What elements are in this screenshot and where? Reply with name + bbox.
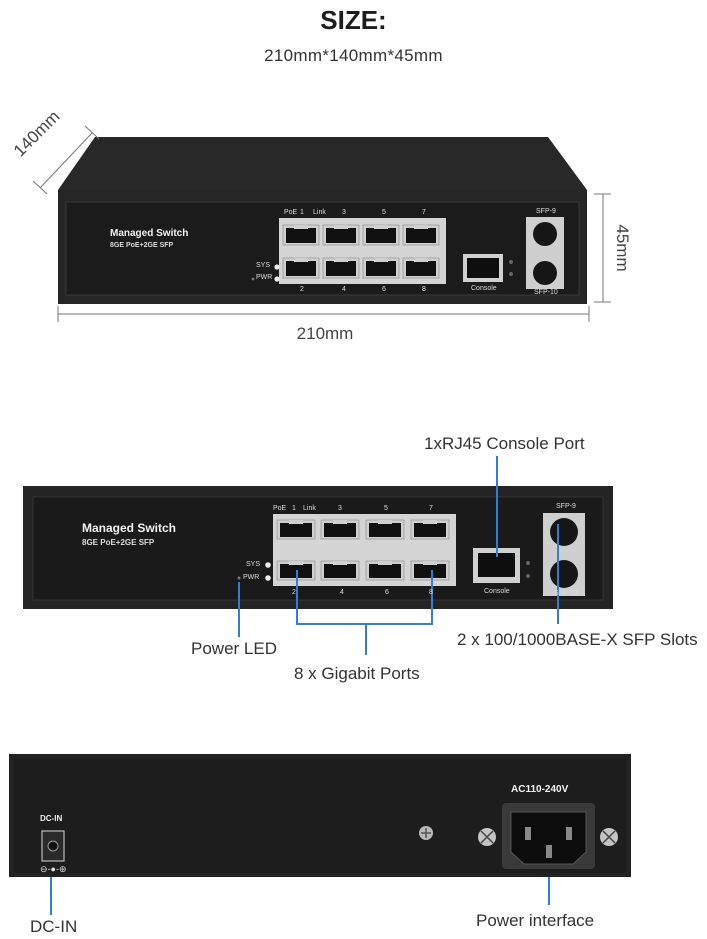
top-sys-label: SYS [256,262,271,269]
top-poe-label: PoE [284,209,298,216]
top-port-number: 3 [342,209,346,216]
top-switch-name: Managed Switch [110,228,189,239]
top-sfp9-label: SFP-9 [536,208,556,215]
dc-polarity-icon: ⊖-●-⊕ [40,864,67,874]
rear-ac-label: AC110-240V [511,784,569,795]
bottom-port-number: 2 [300,286,304,293]
front-sfp10-label: SFP-10 [554,590,578,597]
power-interface-callout: Power interface [476,911,595,930]
top-pwr-label: PWR [256,274,273,281]
bottom-port-number: 6 [382,286,386,293]
front-top-port-number: 3 [338,505,342,512]
front-bottom-port-number: 2 [292,589,296,596]
top-port-number: 5 [382,209,386,216]
width-label: 210mm [296,324,354,343]
front-top-port-number: 1 [292,505,296,512]
top-console-label: Console [471,285,497,292]
front-top-port-number: 5 [384,505,388,512]
top-port-number: 1 [300,209,304,216]
front-bottom-port-number: 4 [340,589,344,596]
bottom-port-number: 8 [422,286,426,293]
front-bottom-port-number: 6 [385,589,389,596]
switch-top-view [58,137,587,304]
console-port-callout: 1xRJ45 Console Port [424,434,585,453]
front-console-label: Console [484,588,510,595]
top-link-label: Link [313,209,326,216]
front-top-port-number: 7 [429,505,433,512]
top-switch-model: 8GE PoE+2GE SFP [110,242,174,249]
switch-rear-view [9,754,631,877]
front-poe-label: PoE [273,505,287,512]
switch-front-view [23,486,613,609]
size-title: SIZE: [320,5,387,35]
height-label: 45mm [613,224,632,272]
front-switch-name: Managed Switch [82,521,177,535]
top-port-number: 7 [422,209,426,216]
sfp-slots-callout: 2 x 100/1000BASE-X SFP Slots [457,630,698,649]
dimension-lines [32,125,611,322]
front-pwr-label: PWR [243,574,260,581]
size-dimensions: 210mm*140mm*45mm [264,46,443,65]
front-sfp9-label: SFP-9 [556,503,576,510]
front-switch-model: 8GE PoE+2GE SFP [82,538,155,547]
dc-in-callout: DC-IN [30,917,78,936]
front-bottom-port-number: 8 [429,589,433,596]
front-sys-label: SYS [246,561,261,568]
power-led-callout: Power LED [191,639,277,658]
front-link-label: Link [303,505,316,512]
rear-dc-in-label: DC-IN [40,814,63,823]
gigabit-ports-callout: 8 x Gigabit Ports [294,664,420,683]
top-sfp10-label: SFP-10 [534,289,558,296]
bottom-port-number: 4 [342,286,346,293]
